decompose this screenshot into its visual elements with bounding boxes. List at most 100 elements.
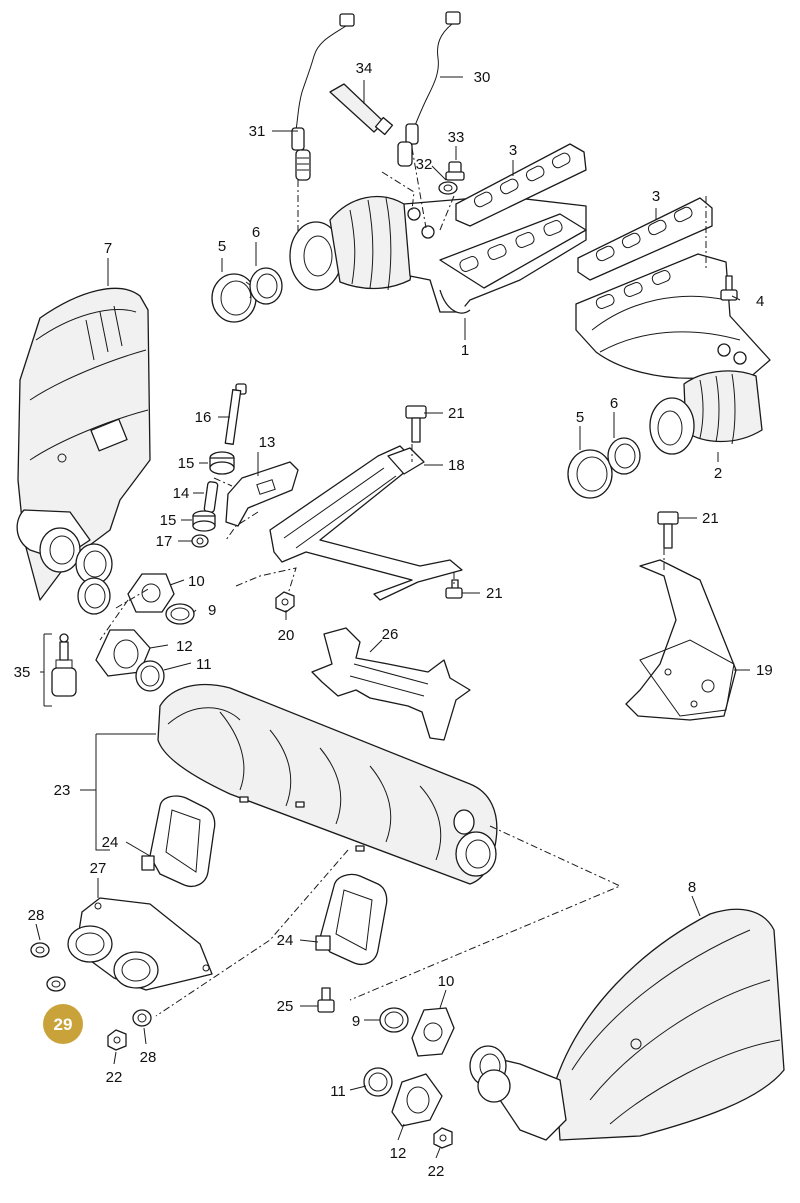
tailpipe-27[interactable] bbox=[67, 897, 213, 991]
spacer-sleeve-14[interactable] bbox=[203, 481, 219, 513]
callout-14: 14 bbox=[173, 485, 190, 502]
washer-32[interactable] bbox=[438, 181, 458, 195]
callout-32: 32 bbox=[416, 156, 433, 173]
oxygen-sensor-30[interactable] bbox=[397, 11, 461, 167]
seal-ring-11-left[interactable] bbox=[135, 660, 165, 692]
center-silencer-23[interactable] bbox=[157, 683, 498, 885]
callout-6-left: 6 bbox=[252, 224, 260, 241]
callout-3-upper: 3 bbox=[509, 142, 517, 159]
callout-7: 7 bbox=[104, 240, 112, 257]
bolt-21-upper[interactable] bbox=[405, 405, 427, 443]
rear-silencer-8[interactable] bbox=[469, 908, 785, 1141]
washer-29[interactable] bbox=[46, 976, 66, 992]
callout-6-right: 6 bbox=[610, 395, 618, 412]
callout-21-upper: 21 bbox=[448, 405, 465, 422]
callout-27: 27 bbox=[90, 860, 107, 877]
callout-18: 18 bbox=[448, 457, 465, 474]
washer-28-upper[interactable] bbox=[30, 942, 50, 958]
clamp-5-right[interactable] bbox=[567, 449, 613, 499]
callout-10-left: 10 bbox=[188, 573, 205, 590]
callout-30: 30 bbox=[474, 69, 491, 86]
nut-17[interactable] bbox=[191, 534, 209, 548]
oxygen-sensor-31[interactable] bbox=[291, 13, 355, 181]
seal-ring-9-bottom[interactable] bbox=[379, 1007, 409, 1033]
exhaust-manifold-1[interactable] bbox=[289, 195, 587, 314]
exhaust-manifold-2[interactable] bbox=[575, 253, 771, 455]
nut-22-bottom[interactable] bbox=[433, 1127, 453, 1149]
callout-31: 31 bbox=[249, 123, 266, 140]
callout-13: 13 bbox=[259, 434, 276, 451]
callout-22-left: 22 bbox=[106, 1069, 123, 1086]
callout-11-bottom: 11 bbox=[330, 1083, 346, 1100]
callout-26: 26 bbox=[382, 626, 399, 643]
callout-11-left: 11 bbox=[196, 656, 212, 673]
bolt-4[interactable] bbox=[720, 275, 738, 301]
callout-12-left: 12 bbox=[176, 638, 193, 655]
callout-9-left: 9 bbox=[208, 602, 216, 619]
callout-19: 19 bbox=[756, 662, 773, 679]
callout-24-upper: 24 bbox=[102, 834, 119, 851]
washer-28-lower[interactable] bbox=[132, 1009, 152, 1027]
callout-17: 17 bbox=[156, 533, 173, 550]
callout-2: 2 bbox=[714, 465, 722, 482]
callout-15-upper: 15 bbox=[178, 455, 195, 472]
manifold-gasket-3-right[interactable] bbox=[577, 197, 713, 281]
callout-10-bottom: 10 bbox=[438, 973, 455, 990]
callout-3-right: 3 bbox=[652, 188, 660, 205]
callout-22-bottom: 22 bbox=[428, 1163, 445, 1180]
seal-ring-6-right[interactable] bbox=[607, 437, 641, 475]
heat-shield-26[interactable] bbox=[311, 627, 471, 741]
seal-ring-9-left[interactable] bbox=[165, 603, 195, 625]
callout-24-lower: 24 bbox=[277, 932, 294, 949]
vacuum-valve-35[interactable] bbox=[51, 633, 77, 697]
seal-ring-6-left[interactable] bbox=[249, 267, 283, 305]
callout-33: 33 bbox=[448, 129, 465, 146]
callout-23: 23 bbox=[54, 782, 71, 799]
rear-silencer-7[interactable] bbox=[16, 287, 151, 615]
mounting-strap-24-lower[interactable] bbox=[315, 873, 388, 965]
callout-21-middle: 21 bbox=[486, 585, 503, 602]
callout-20: 20 bbox=[278, 627, 295, 644]
callout-28-upper: 28 bbox=[28, 907, 45, 924]
highlight-badge bbox=[43, 1004, 83, 1044]
callout-5-right: 5 bbox=[576, 409, 584, 426]
bracket-19[interactable] bbox=[625, 559, 737, 721]
nut-22-left[interactable] bbox=[107, 1029, 127, 1051]
callout-34: 34 bbox=[356, 60, 373, 77]
callout-35: 35 bbox=[14, 664, 31, 681]
flange-12-bottom[interactable] bbox=[391, 1073, 443, 1127]
callout-8: 8 bbox=[688, 879, 696, 896]
callout-25: 25 bbox=[277, 998, 294, 1015]
callout-1: 1 bbox=[461, 342, 469, 359]
rubber-bushing-15-lower[interactable] bbox=[192, 510, 216, 532]
leader-lines bbox=[35, 76, 750, 1159]
bolt-21-right[interactable] bbox=[657, 511, 679, 549]
flange-gasket-10-bottom[interactable] bbox=[411, 1007, 455, 1057]
callout-5-left: 5 bbox=[218, 238, 226, 255]
flange-gasket-10-left[interactable] bbox=[127, 573, 175, 613]
nut-33[interactable] bbox=[445, 161, 465, 181]
seal-ring-11-bottom[interactable] bbox=[363, 1067, 393, 1097]
callout-29-highlighted[interactable]: 29 bbox=[43, 1004, 83, 1044]
callout-labels: 1 2 3 3 4 5 5 6 6 7 8 9 9 10 10 11 11 12… bbox=[14, 60, 773, 1180]
mounting-strap-24-upper[interactable] bbox=[141, 795, 216, 887]
bracket-18[interactable] bbox=[387, 447, 425, 475]
carrier-frame[interactable] bbox=[269, 445, 463, 601]
callout-16: 16 bbox=[195, 409, 212, 426]
bracket-13[interactable] bbox=[225, 461, 299, 527]
assembly-lines bbox=[99, 147, 707, 1017]
callout-12-bottom: 12 bbox=[390, 1145, 407, 1162]
rubber-bushing-15-upper[interactable] bbox=[209, 451, 235, 475]
callout-15-lower: 15 bbox=[160, 512, 177, 529]
manifold-gasket-3-upper[interactable] bbox=[455, 143, 587, 227]
callout-9-bottom: 9 bbox=[352, 1013, 360, 1030]
callout-28-lower: 28 bbox=[140, 1049, 157, 1066]
callout-4: 4 bbox=[756, 293, 764, 310]
bolt-16[interactable] bbox=[224, 383, 247, 445]
callout-29: 29 bbox=[54, 1015, 73, 1034]
bolt-25[interactable] bbox=[317, 987, 335, 1013]
nut-20[interactable] bbox=[275, 591, 295, 613]
paste-tube-34[interactable] bbox=[329, 83, 394, 136]
clamp-5-left[interactable] bbox=[211, 273, 257, 323]
